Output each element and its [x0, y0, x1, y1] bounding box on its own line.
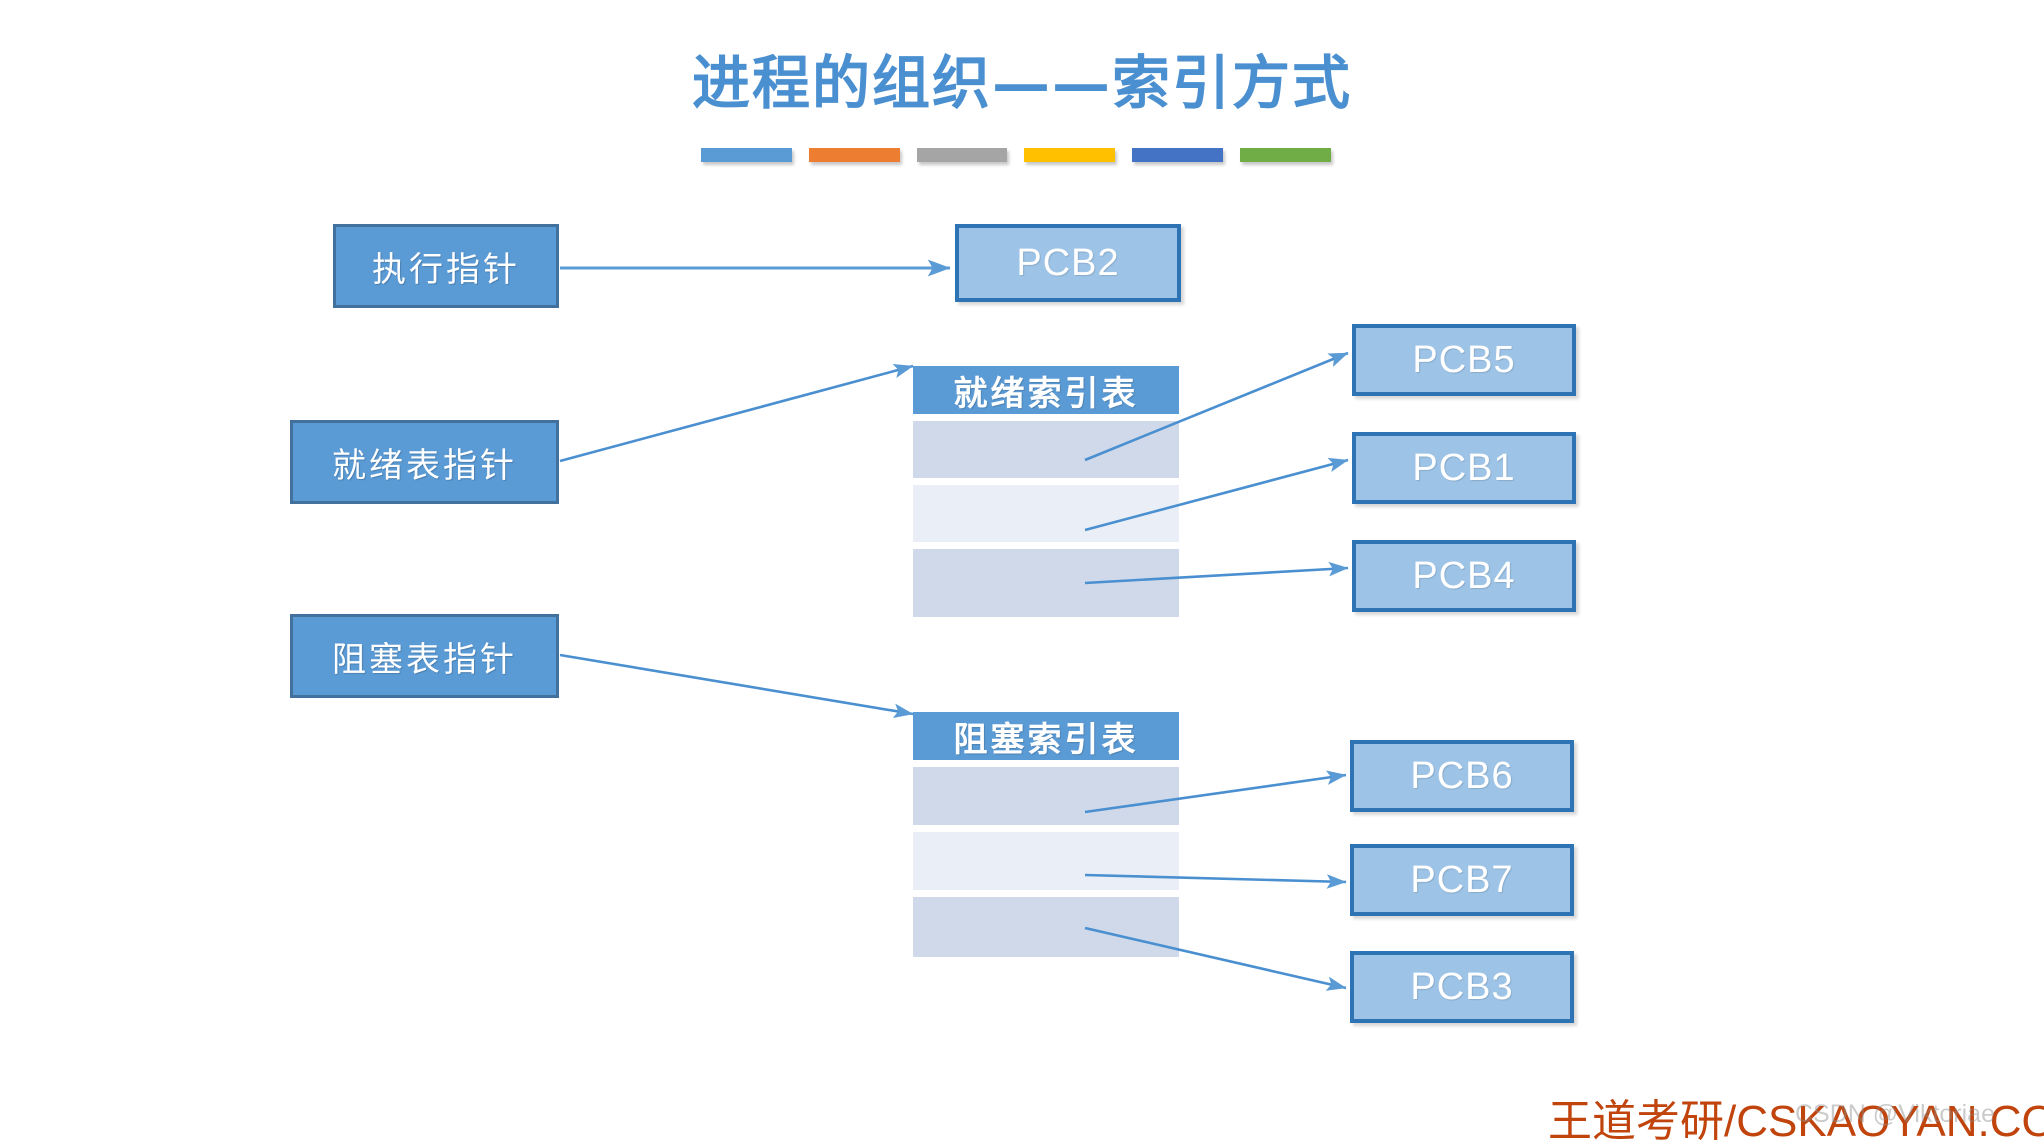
blocked-index-table-row[interactable]	[913, 832, 1179, 890]
brand-watermark: 王道考研/CSKAOYAN.COM	[1548, 1097, 2044, 1142]
exec-pointer-box[interactable]: 执行指针	[333, 224, 559, 308]
blocked-index-table: 阻塞索引表	[913, 712, 1179, 957]
ready-index-table: 就绪索引表	[913, 366, 1179, 617]
accent-bar-blue	[701, 148, 792, 162]
accent-bar-gray	[916, 148, 1008, 162]
pcb-box-pcb3[interactable]: PCB3	[1350, 951, 1574, 1023]
connector-blocked-pointer-to-table	[559, 653, 914, 719]
pcb-box-pcb4[interactable]: PCB4	[1352, 540, 1576, 612]
ready-index-table-row[interactable]	[913, 485, 1179, 542]
blocked-index-table-row[interactable]	[913, 767, 1179, 825]
pcb-box-pcb1[interactable]: PCB1	[1352, 432, 1576, 504]
blocked-index-table-header: 阻塞索引表	[913, 712, 1179, 760]
pcb-box-pcb5[interactable]: PCB5	[1352, 324, 1576, 396]
pcb-box-pcb7[interactable]: PCB7	[1350, 844, 1574, 916]
csdn-watermark: CSDN @Viktoriae	[1795, 1100, 1995, 1128]
accent-bar-orange	[808, 148, 900, 162]
ready-list-pointer-box[interactable]: 就绪表指针	[290, 420, 559, 504]
accent-bar-navy	[1132, 148, 1224, 162]
accent-bar-yellow	[1024, 148, 1116, 162]
blocked-index-table-row[interactable]	[913, 897, 1179, 957]
pcb-box-pcb2[interactable]: PCB2	[955, 224, 1181, 302]
page-title: 进程的组织——索引方式	[691, 49, 1352, 117]
connector-ready-pointer-to-table	[559, 363, 914, 463]
ready-index-table-header: 就绪索引表	[913, 366, 1179, 414]
accent-bar-green	[1240, 148, 1331, 162]
ready-index-table-row[interactable]	[913, 549, 1179, 617]
title-accent-bars	[701, 148, 1331, 162]
blocked-list-pointer-box[interactable]: 阻塞表指针	[290, 614, 559, 698]
ready-index-table-row[interactable]	[913, 421, 1179, 478]
pcb-box-pcb6[interactable]: PCB6	[1350, 740, 1574, 812]
